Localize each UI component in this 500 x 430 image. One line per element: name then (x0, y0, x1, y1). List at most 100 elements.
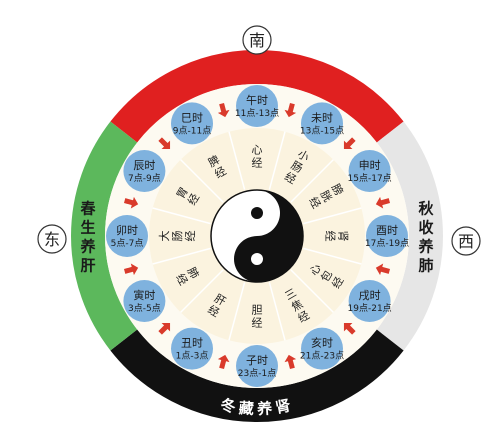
meridian-char: 经 (184, 231, 197, 242)
meridian-divider (152, 247, 211, 265)
time-node-hours: 19点-21点 (348, 303, 392, 314)
south-label: 南 (249, 31, 265, 50)
time-node-hours: 23点-1点 (238, 368, 276, 379)
meridian-divider (152, 207, 211, 225)
winter-arc (110, 329, 404, 422)
autumn-text-char: 养 (417, 238, 434, 256)
spring-text-char: 春 (80, 200, 95, 218)
time-node-name: 卯时 (116, 224, 138, 237)
time-node-name: 丑时 (181, 337, 203, 350)
time-node-circle (106, 215, 148, 257)
flow-arrow (158, 137, 171, 150)
time-node-name: 亥时 (311, 336, 333, 350)
flow-arrow (343, 137, 356, 150)
meridian-char: 胆 (252, 304, 263, 317)
meridian-char: 肠 (171, 231, 184, 242)
time-node-circle (301, 327, 343, 370)
meridian-char: 经 (324, 231, 337, 242)
direction-west: 西 (451, 226, 481, 256)
time-node-hours: 15点-17点 (348, 173, 392, 184)
time-nodes: 午时11点-13点未时13点-15点申时15点-17点酉时17点-19点戌时19… (106, 85, 409, 387)
meridian-divider (268, 131, 286, 190)
meridian-divider (303, 247, 362, 265)
flow-arrow (343, 322, 356, 335)
meridian-divider (290, 269, 334, 313)
autumn-text-char: 秋 (418, 200, 434, 218)
autumn-text-char: 收 (418, 219, 433, 237)
time-node-name: 申时 (359, 159, 381, 172)
time-node-circle (301, 102, 343, 145)
meridian-char: 肾 (337, 231, 350, 242)
time-node-name: 未时 (311, 111, 333, 124)
time-node-circle (123, 280, 166, 322)
time-node-circle (348, 150, 391, 192)
time-node-hours: 17点-19点 (365, 238, 409, 249)
meridian-divider (290, 159, 334, 203)
season-ring (71, 50, 443, 422)
flow-arrow (158, 322, 171, 335)
direction-south: 南 (242, 25, 272, 55)
meridian-char: 大 (157, 231, 171, 242)
spring-text-char: 养 (79, 238, 96, 256)
west-label: 西 (458, 232, 474, 251)
spring-text-char: 肝 (80, 257, 95, 275)
meridian-char: 心 (252, 144, 263, 157)
direction-east: 东 (37, 224, 67, 254)
time-node-hours: 9点-11点 (173, 125, 211, 136)
time-node-circle (348, 280, 391, 322)
time-node-name: 午时 (246, 94, 268, 107)
time-node-circle (236, 345, 278, 387)
time-node-hours: 13点-15点 (300, 125, 344, 136)
meridian-char: 经 (252, 157, 263, 170)
time-node-hours: 3点-5点 (128, 303, 161, 314)
time-node-hours: 1点-3点 (176, 351, 209, 362)
flow-arrow (217, 102, 230, 118)
meridian-divider (228, 131, 246, 190)
time-node-circle (366, 215, 408, 257)
meridian-divider (268, 282, 286, 341)
meridian-char: 经 (252, 317, 263, 330)
spring-arc (71, 121, 138, 351)
flow-arrow (123, 263, 139, 276)
meridian-divider (180, 269, 224, 313)
time-node-circle (123, 150, 166, 192)
flow-arrow (217, 354, 230, 370)
meridian-label: 心经 (252, 144, 263, 170)
autumn-arc (376, 121, 443, 351)
time-node-name: 巳时 (181, 111, 203, 124)
east-label: 东 (44, 230, 60, 249)
autumn-text-char: 肺 (418, 257, 433, 275)
time-node-circle (236, 85, 278, 127)
time-node-hours: 5点-7点 (111, 238, 144, 249)
time-node-name: 戌时 (359, 289, 381, 302)
flow-arrows (123, 102, 391, 370)
meridian-label: 肾经 (324, 231, 350, 242)
time-node-circle (171, 327, 213, 370)
yin-yang-icon (210, 189, 304, 283)
meridian-divider (303, 207, 362, 225)
time-node-name: 辰时 (133, 159, 155, 172)
winter-label: 冬藏养肾 (219, 396, 296, 419)
meridian-divider (180, 159, 224, 203)
flow-arrow (284, 354, 297, 370)
time-node-hours: 21点-23点 (300, 351, 344, 362)
meridian-label: 大肠经 (157, 231, 197, 242)
meridian-label: 胆经 (252, 304, 263, 330)
meridian-dividers (152, 131, 362, 341)
summer-arc (110, 50, 404, 143)
